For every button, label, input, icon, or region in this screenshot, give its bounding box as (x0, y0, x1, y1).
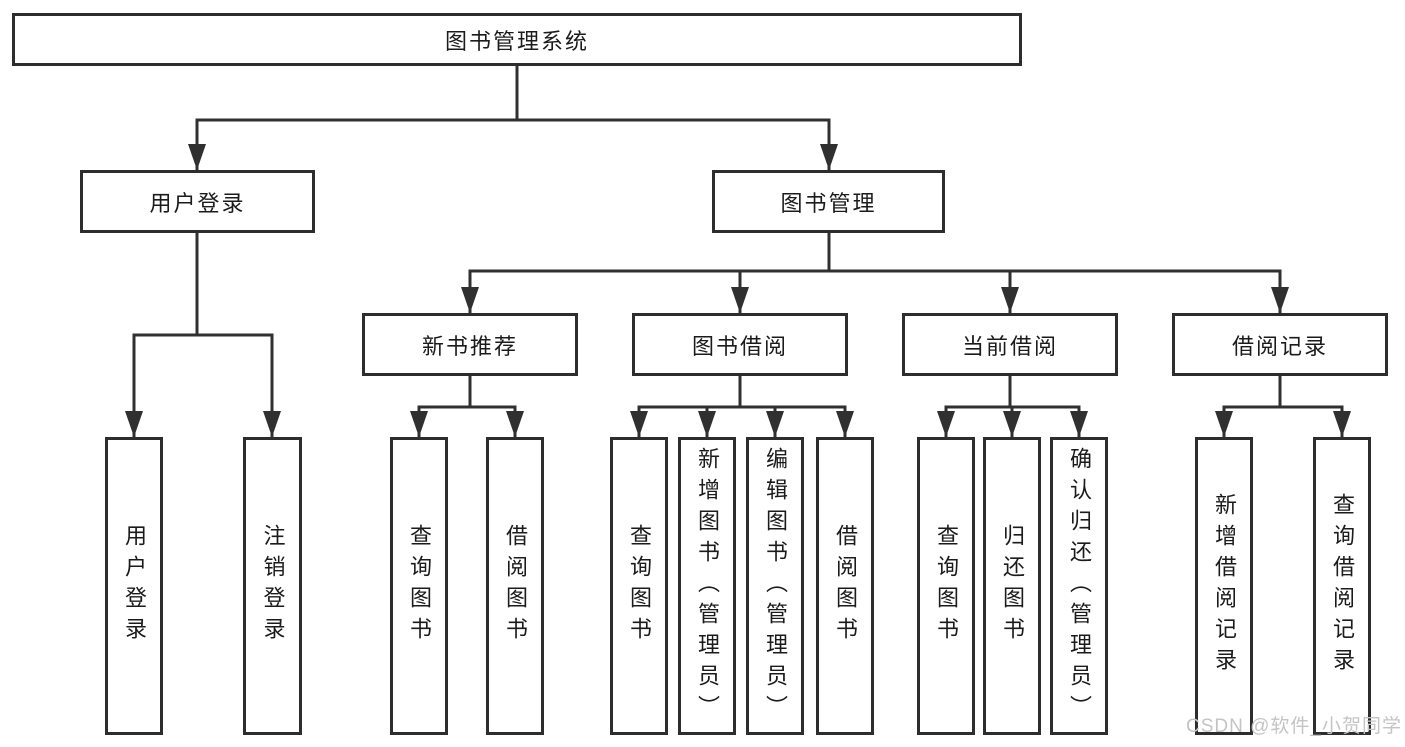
node-root: 图书管理系统 (12, 13, 1022, 66)
node-new-books-label: 新书推荐 (421, 333, 518, 359)
leaf-borrow-records-add: 新增借阅记录 (1195, 437, 1253, 735)
edge-book-mgmt-to-current-borrow (827, 233, 1019, 313)
node-user-login: 用户登录 (80, 170, 315, 233)
edge-book-borrow-leaf-3 (738, 376, 854, 437)
edge-user-login-to-logout (195, 233, 281, 437)
edge-new-books-leaf-0 (410, 376, 472, 437)
leaf-book-borrow-borrow-label: 借阅图书 (833, 524, 858, 648)
edge-current-borrow-leaf-2 (1008, 376, 1088, 437)
leaf-borrow-records-add-label: 新增借阅记录 (1212, 493, 1237, 679)
leaf-logout-label: 注销登录 (260, 524, 286, 648)
leaf-current-borrow-query-label: 查询图书 (934, 524, 959, 648)
leaf-borrow-records-query: 查询借阅记录 (1313, 437, 1371, 735)
edge-book-mgmt-to-new-books (461, 233, 831, 313)
leaf-new-books-borrow: 借阅图书 (486, 437, 544, 735)
edge-root-to-user-login (188, 66, 519, 170)
edge-book-mgmt-to-book-borrow (731, 233, 831, 313)
leaf-user-login: 用户登录 (105, 437, 163, 735)
leaf-borrow-records-query-label: 查询借阅记录 (1330, 493, 1355, 679)
node-current-borrow-label: 当前借阅 (961, 333, 1058, 359)
node-current-borrow: 当前借阅 (902, 313, 1118, 376)
leaf-book-borrow-edit: 编辑图书（管理员） (746, 437, 804, 735)
leaf-current-borrow-return-label: 归还图书 (1000, 524, 1025, 648)
node-user-login-label: 用户登录 (149, 190, 246, 216)
edge-new-books-leaf-1 (468, 376, 524, 437)
leaf-current-borrow-query: 查询图书 (917, 437, 975, 735)
node-book-borrow-label: 图书借阅 (691, 333, 788, 359)
node-book-mgmt: 图书管理 (712, 170, 945, 233)
edge-borrow-records-leaf-0 (1215, 376, 1282, 437)
csdn-watermark: CSDN @软件_小贺同学 (1186, 716, 1402, 737)
leaf-current-borrow-confirm-label: 确认归还（管理员） (1067, 446, 1092, 726)
node-root-label: 图书管理系统 (444, 28, 589, 54)
node-borrow-records-label: 借阅记录 (1231, 333, 1328, 359)
leaf-book-borrow-query-label: 查询图书 (627, 524, 652, 648)
edge-borrow-records-leaf-1 (1278, 376, 1351, 437)
leaf-new-books-query-label: 查询图书 (407, 524, 432, 648)
leaf-book-borrow-query: 查询图书 (610, 437, 668, 735)
leaf-book-borrow-add: 新增图书（管理员） (678, 437, 736, 735)
leaf-book-borrow-edit-label: 编辑图书（管理员） (763, 446, 788, 726)
edge-book-mgmt-to-borrow-records (827, 233, 1289, 313)
node-book-mgmt-label: 图书管理 (780, 190, 877, 216)
node-new-books: 新书推荐 (362, 313, 578, 376)
leaf-book-borrow-add-label: 新增图书（管理员） (695, 446, 720, 726)
leaf-logout: 注销登录 (243, 437, 302, 735)
leaf-book-borrow-borrow: 借阅图书 (816, 437, 874, 735)
node-borrow-records: 借阅记录 (1172, 313, 1388, 376)
leaf-current-borrow-return: 归还图书 (983, 437, 1041, 735)
leaf-new-books-query: 查询图书 (390, 437, 448, 735)
edge-current-borrow-leaf-0 (937, 376, 1012, 437)
edge-book-borrow-leaf-1 (698, 376, 742, 437)
edge-user-login-to-login (125, 233, 199, 437)
leaf-user-login-label: 用户登录 (122, 524, 147, 648)
node-book-borrow: 图书借阅 (632, 313, 848, 376)
leaf-new-books-borrow-label: 借阅图书 (503, 524, 528, 648)
leaf-current-borrow-confirm: 确认归还（管理员） (1050, 437, 1108, 735)
edge-root-to-book-mgmt (515, 66, 838, 170)
